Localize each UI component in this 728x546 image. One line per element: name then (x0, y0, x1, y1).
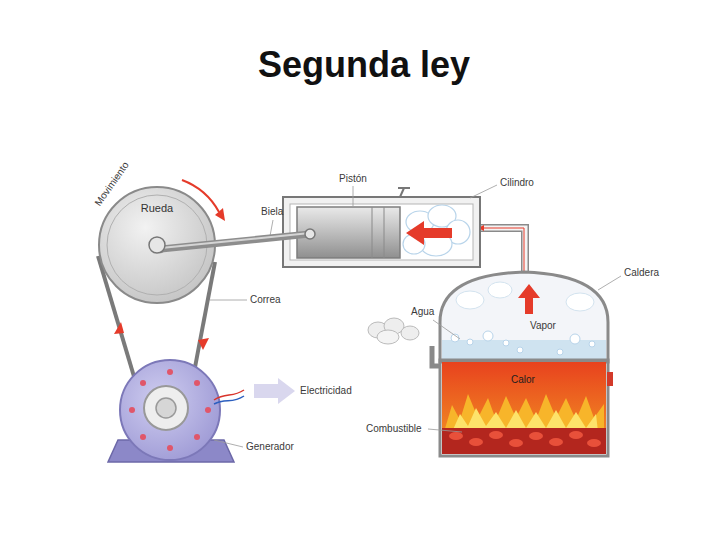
boiler (566, 293, 594, 311)
piston-pin (305, 229, 315, 239)
firebox (587, 439, 601, 447)
leader-line (270, 220, 273, 236)
steam-cloud (403, 205, 470, 256)
boiler (467, 339, 473, 345)
firebox (444, 394, 604, 432)
steam-arrow (518, 284, 540, 314)
belt (114, 322, 124, 334)
leader-line (214, 440, 243, 447)
part-label: Vapor (530, 320, 556, 332)
firebox (529, 432, 543, 440)
pressure-arrow (406, 221, 452, 245)
leader-line (353, 186, 354, 206)
firebox (440, 360, 608, 456)
firebox (449, 432, 463, 440)
part-label: Correa (250, 294, 281, 306)
part-label: Cilindro (500, 177, 534, 189)
generator-symbol (140, 434, 146, 440)
generator-symbol (194, 434, 200, 440)
boiler (589, 341, 595, 347)
firebox (442, 362, 606, 454)
steam-pipe (478, 225, 525, 278)
pressure-arrow (406, 221, 452, 245)
cylinder (400, 188, 404, 197)
boiler (557, 349, 563, 355)
smoke (401, 326, 419, 340)
generator-symbol (205, 407, 211, 413)
generator-symbol (144, 386, 188, 430)
part-label: Biela (261, 206, 283, 218)
generator-symbol (140, 380, 146, 386)
steam-pipe (478, 228, 525, 278)
steam-pipe (478, 228, 525, 278)
cylinder (398, 187, 410, 189)
firebox (509, 439, 523, 447)
firebox (440, 360, 613, 456)
part-label: Calor (511, 374, 535, 386)
connecting-rod (161, 234, 310, 249)
electricity-arrow (254, 378, 295, 404)
boiler (503, 340, 509, 346)
boiler (440, 272, 608, 362)
leader-line (598, 276, 621, 290)
part-label: Generador (246, 441, 294, 453)
piston (372, 207, 373, 258)
generator-symbol (167, 445, 173, 451)
piston (297, 207, 400, 258)
generator-symbol (120, 360, 220, 460)
motion-arrow (215, 208, 225, 221)
boiler (488, 282, 512, 298)
part-label: Caldera (624, 267, 659, 279)
generator-symbol (108, 360, 234, 462)
boiler (440, 272, 608, 362)
smoke (368, 318, 419, 344)
steam-pipe (480, 228, 524, 276)
wheel: Rueda (97, 185, 217, 305)
leader-line (210, 300, 247, 301)
wheel-hub (149, 237, 165, 253)
cylinder (283, 197, 480, 267)
smoke (377, 330, 399, 344)
cylinder (283, 188, 480, 267)
leader-line (470, 185, 497, 198)
firebox (469, 438, 483, 446)
generator-symbol (167, 369, 173, 375)
belt (198, 338, 209, 350)
firebox (442, 428, 606, 454)
part-label: Combustible (366, 423, 422, 435)
boiler (570, 334, 580, 344)
firebox (549, 438, 563, 446)
part-label: Pistón (339, 173, 367, 185)
piston (297, 207, 400, 258)
part-label: Electricidad (300, 385, 352, 397)
part-label: Agua (411, 306, 434, 318)
piston (384, 207, 385, 258)
generator-symbol (156, 398, 176, 418)
title: Segunda ley (0, 44, 728, 86)
wires (214, 396, 244, 404)
firebox (607, 372, 613, 386)
generator-symbol (194, 380, 200, 386)
connecting-rod-highlight (161, 233, 310, 248)
boiler (483, 331, 493, 341)
firebox (569, 431, 583, 439)
steam-arrow (518, 284, 540, 314)
leader-line (433, 320, 460, 339)
leader-line (210, 185, 621, 447)
firebox (489, 431, 503, 439)
boiler (442, 340, 606, 361)
leader-line (428, 429, 462, 432)
boiler (517, 347, 523, 353)
generator-symbol (129, 407, 135, 413)
electricity-arrow (254, 378, 295, 404)
part-label: Rueda (141, 202, 173, 215)
boiler (456, 291, 484, 309)
wires (214, 390, 244, 404)
cylinder (290, 204, 473, 260)
